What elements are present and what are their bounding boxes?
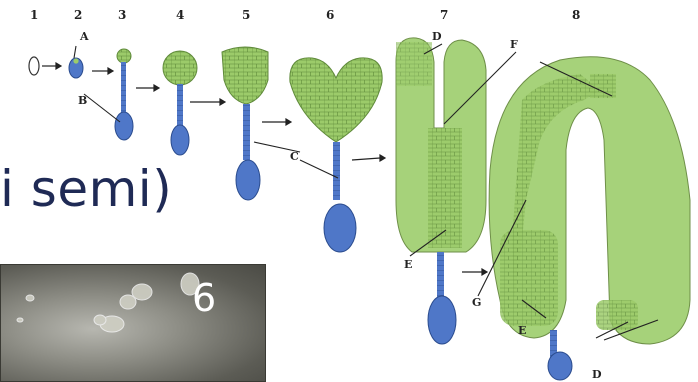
embryo-stage-2 <box>69 58 83 78</box>
embryo-stage-6 <box>290 58 382 252</box>
caption-fragment: i semi) <box>0 160 172 218</box>
photo-contents <box>0 264 266 382</box>
label-E-8: E <box>518 324 526 337</box>
label-E-7: E <box>404 258 412 271</box>
embryo-stage-5 <box>222 47 268 200</box>
label-G: G <box>472 296 481 309</box>
embryo-stage-3 <box>115 49 133 140</box>
label-C: C <box>290 150 299 163</box>
photo-overlay-number: 6 <box>192 276 216 320</box>
embryo-stage-4 <box>163 51 197 155</box>
label-F: F <box>510 38 518 51</box>
label-A: A <box>79 30 89 43</box>
label-B: B <box>78 94 87 107</box>
label-D-top: D <box>432 30 442 43</box>
microscope-photo <box>0 264 266 382</box>
zygote <box>29 57 39 75</box>
label-D-bottom: D <box>592 368 602 381</box>
